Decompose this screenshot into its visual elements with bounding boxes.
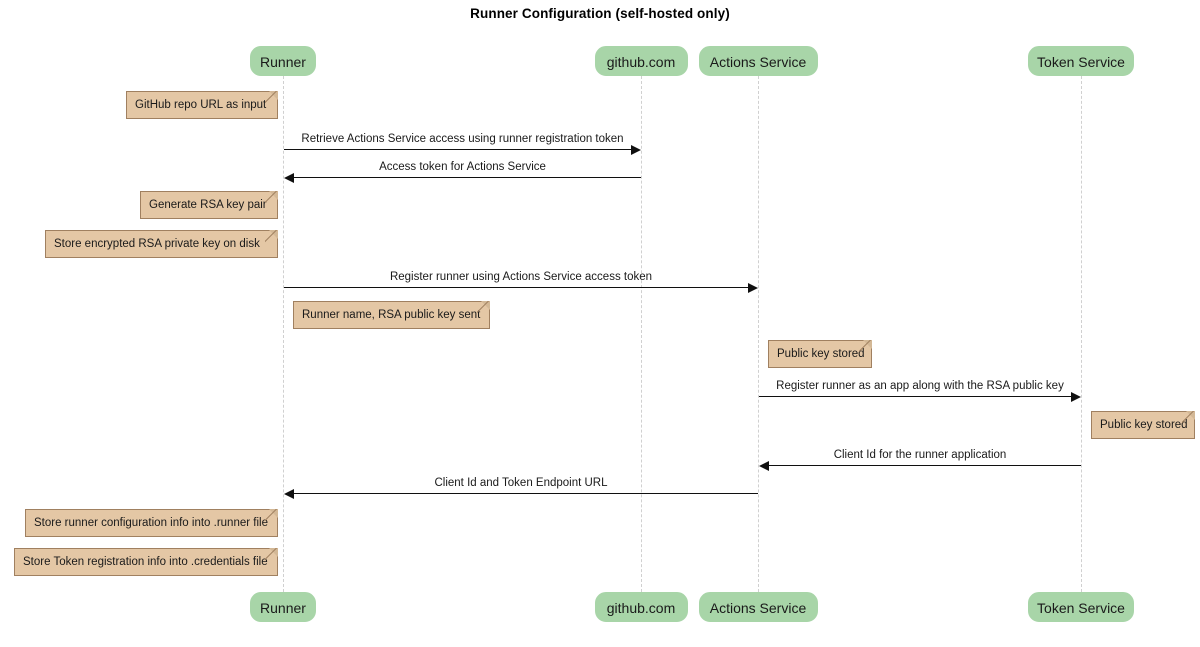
message-arrowhead-m5 — [759, 460, 769, 471]
participant-github-bottom[interactable]: github.com — [594, 592, 688, 622]
participant-runner-top[interactable]: Runner — [250, 46, 316, 76]
note-n8: Store Token registration info into .cred… — [14, 548, 278, 576]
note-fold-corner-icon — [269, 548, 278, 557]
participant-runner-bottom[interactable]: Runner — [250, 592, 316, 622]
note-n7: Store runner configuration info into .ru… — [25, 509, 278, 537]
note-fold-corner-icon — [269, 509, 278, 518]
note-n2: Generate RSA key pair — [140, 191, 278, 219]
note-n1: GitHub repo URL as input — [126, 91, 278, 119]
note-label: Store runner configuration info into .ru… — [34, 517, 268, 529]
note-label: Public key stored — [777, 348, 865, 360]
participant-token-top[interactable]: Token Service — [1028, 46, 1134, 76]
note-label: Public key stored — [1100, 419, 1188, 431]
participant-label: Runner — [260, 54, 306, 70]
message-label-m6: Client Id and Token Endpoint URL — [434, 477, 608, 489]
message-arrowhead-m3 — [748, 282, 758, 293]
message-arrowhead-m6 — [284, 488, 294, 499]
note-label: Store encrypted RSA private key on disk — [54, 238, 260, 250]
message-line-m2 — [292, 177, 641, 178]
lifeline-github — [641, 76, 642, 592]
participant-github-top[interactable]: github.com — [594, 46, 688, 76]
note-label: Generate RSA key pair — [149, 199, 267, 211]
participant-label: Actions Service — [709, 54, 807, 70]
lifeline-token — [1081, 76, 1082, 592]
message-label-m1: Retrieve Actions Service access using ru… — [301, 133, 624, 145]
note-label: Store Token registration info into .cred… — [23, 556, 268, 568]
note-n6: Public key stored — [1091, 411, 1195, 439]
note-n5: Public key stored — [768, 340, 872, 368]
message-line-m6 — [292, 493, 758, 494]
message-line-m5 — [767, 465, 1081, 466]
participant-label: github.com — [606, 600, 676, 616]
participant-actions-bottom[interactable]: Actions Service — [698, 592, 818, 622]
note-fold-corner-icon — [481, 301, 490, 310]
note-fold-corner-icon — [269, 91, 278, 100]
participant-label: Token Service — [1037, 600, 1125, 616]
note-label: GitHub repo URL as input — [135, 99, 267, 111]
message-arrowhead-m1 — [631, 144, 641, 155]
participant-actions-top[interactable]: Actions Service — [698, 46, 818, 76]
note-n3: Store encrypted RSA private key on disk — [45, 230, 278, 258]
message-label-m4: Register runner as an app along with the… — [776, 380, 1064, 392]
note-fold-corner-icon — [1186, 411, 1195, 420]
note-fold-corner-icon — [269, 191, 278, 200]
message-line-m3 — [284, 287, 750, 288]
message-label-m2: Access token for Actions Service — [379, 161, 546, 173]
message-label-m3: Register runner using Actions Service ac… — [389, 271, 653, 283]
participant-label: github.com — [606, 54, 676, 70]
lifeline-runner — [283, 76, 284, 592]
note-fold-corner-icon — [863, 340, 872, 349]
note-label: Runner name, RSA public key sent — [302, 309, 481, 321]
message-arrowhead-m4 — [1071, 391, 1081, 402]
participant-label: Runner — [260, 600, 306, 616]
message-line-m4 — [759, 396, 1073, 397]
message-arrowhead-m2 — [284, 172, 294, 183]
lifeline-actions — [758, 76, 759, 592]
participant-label: Actions Service — [709, 600, 807, 616]
message-label-m5: Client Id for the runner application — [833, 449, 1007, 461]
participant-label: Token Service — [1037, 54, 1125, 70]
note-n4: Runner name, RSA public key sent — [293, 301, 490, 329]
diagram-title: Runner Configuration (self-hosted only) — [470, 6, 730, 21]
message-line-m1 — [284, 149, 633, 150]
note-fold-corner-icon — [269, 230, 278, 239]
participant-token-bottom[interactable]: Token Service — [1028, 592, 1134, 622]
